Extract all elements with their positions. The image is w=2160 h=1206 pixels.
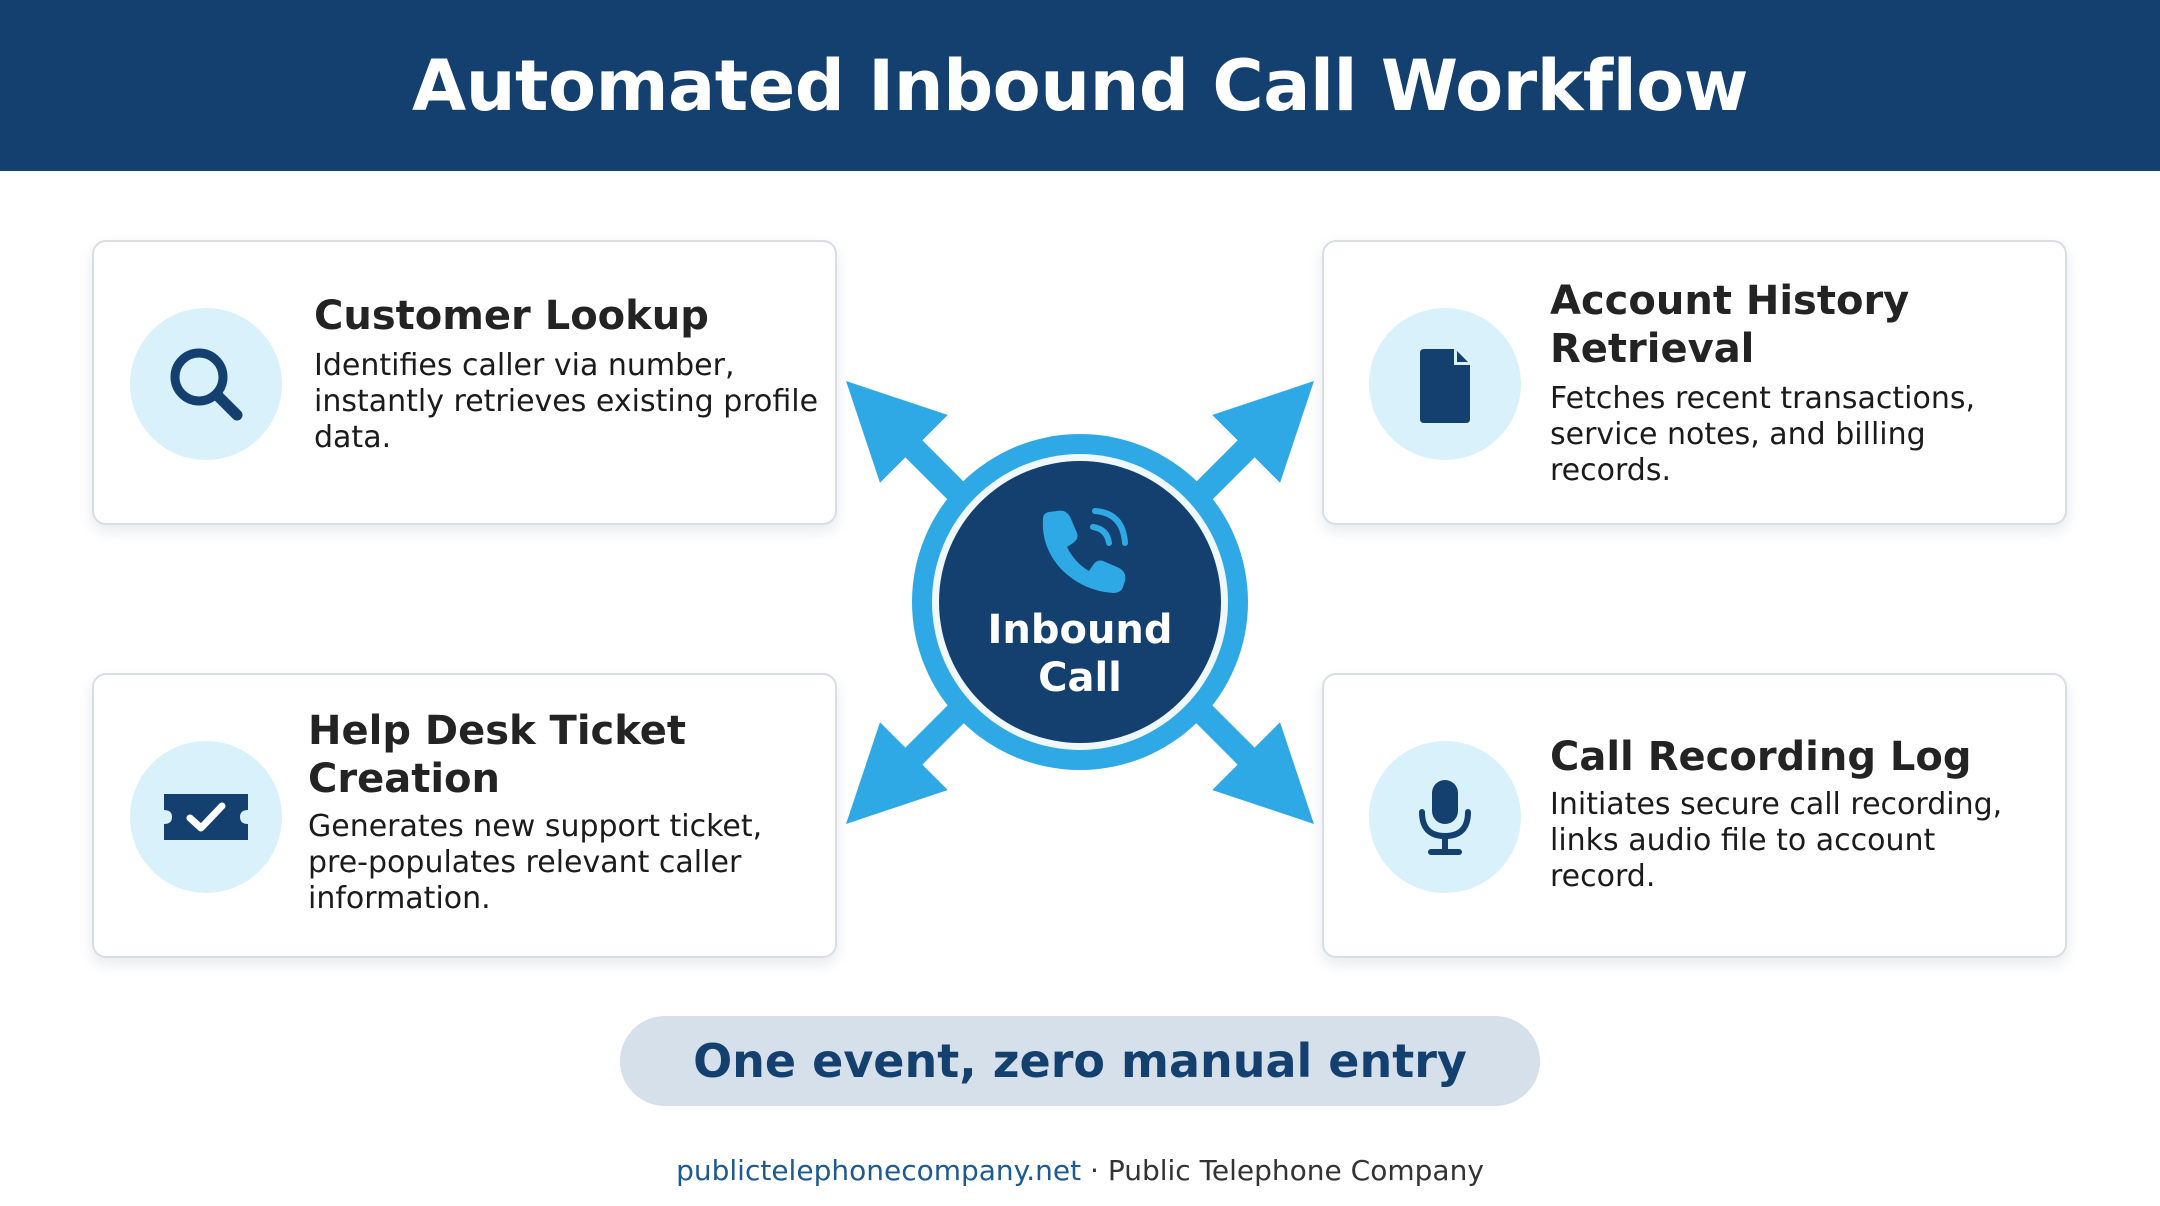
card-title-line: Help Desk Ticket: [308, 708, 687, 754]
phone-ringing-icon: [1042, 508, 1128, 593]
arrow-to-call-recording: [1191, 701, 1314, 824]
card-help-desk-ticket: Help Desk Ticket Creation Generates new …: [92, 673, 837, 958]
card-description-line: Identifies caller via number,: [314, 348, 735, 383]
card-customer-lookup: Customer Lookup Identifies caller via nu…: [92, 240, 837, 525]
card-description-line: data.: [314, 420, 392, 455]
arrow-to-account-history: [1191, 381, 1314, 504]
card-description-line: instantly retrieves existing profile: [314, 384, 819, 419]
magnifier-icon: [130, 308, 282, 460]
card-title: Call Recording Log: [1550, 734, 1972, 780]
tagline-pill: One event, zero manual entry: [620, 1016, 1540, 1106]
footer: publictelephonecompany.net · Public Tele…: [0, 1154, 2160, 1187]
arrow-to-help-desk: [846, 701, 969, 824]
card-description-line: record.: [1550, 859, 1656, 894]
card-description-line: links audio file to account: [1550, 823, 1936, 858]
microphone-icon: [1369, 741, 1521, 893]
card-title-line: Creation: [308, 756, 500, 802]
card-description-line: Generates new support ticket,: [308, 809, 763, 844]
card-description-line: Fetches recent transactions,: [1550, 381, 1975, 416]
hub-label-line: Inbound: [987, 607, 1173, 653]
card-title-line: Retrieval: [1550, 326, 1755, 372]
card-account-history: Account History Retrieval Fetches recent…: [1322, 240, 2067, 525]
header-banner: Automated Inbound Call Workflow: [0, 0, 2160, 171]
card-title: Customer Lookup: [314, 293, 709, 339]
tagline-text: One event, zero manual entry: [693, 1034, 1467, 1088]
card-description-line: information.: [308, 881, 491, 916]
card-description-line: service notes, and billing: [1550, 417, 1926, 452]
hub-label-line: Call: [1038, 655, 1122, 701]
card-call-recording: Call Recording Log Initiates secure call…: [1322, 673, 2067, 958]
arrow-to-customer-lookup: [846, 381, 969, 504]
footer-separator: ·: [1081, 1154, 1108, 1187]
ticket-check-icon: [130, 741, 282, 893]
inbound-call-hub: Inbound Call: [912, 434, 1248, 770]
card-description-line: records.: [1550, 453, 1671, 488]
page-title: Automated Inbound Call Workflow: [412, 44, 1748, 127]
card-title-line: Account History: [1550, 278, 1910, 324]
footer-company: Public Telephone Company: [1107, 1154, 1484, 1187]
card-description-line: Initiates secure call recording,: [1550, 787, 2003, 822]
card-description-line: pre-populates relevant caller: [308, 845, 742, 880]
document-icon: [1369, 308, 1521, 460]
footer-link[interactable]: publictelephonecompany.net: [676, 1154, 1082, 1187]
